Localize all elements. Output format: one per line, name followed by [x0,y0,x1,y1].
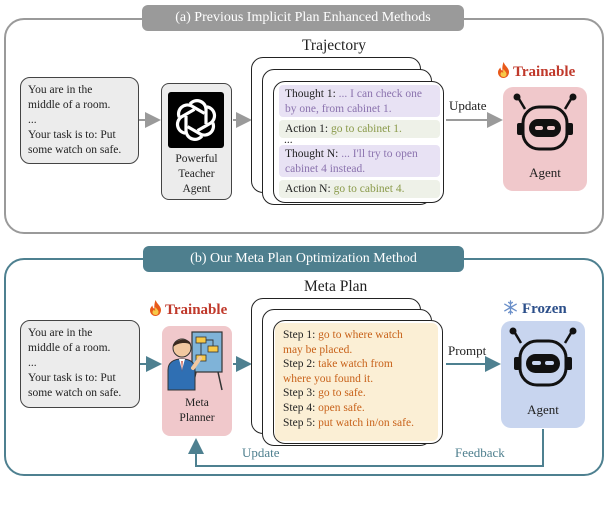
thought-n-text-cont: cabinet 4 instead. [285,162,366,175]
agent-label-a: Agent [529,165,561,180]
task-line: middle of a room. [28,99,111,111]
thought-1-text: ... I can check one [335,88,423,100]
step-3-line: Step 3: go to safe. [283,386,430,401]
thought-1-text-cont: by one, from cabinet 1. [285,102,392,115]
step-4-line: Step 4: open safe. [283,401,430,416]
planner-person-icon [167,331,223,391]
task-line: You are in the [28,84,93,96]
trajectory-heading: Trajectory [302,37,366,54]
step-3-text: go to safe. [315,387,366,400]
step-1-line: Step 1: go to where watch [283,328,430,343]
thought-n-prefix: Thought N: [285,148,339,160]
task-line: Your task is to: Put [28,372,116,384]
arrow-feedback-update-loop [188,429,544,467]
action-1-prefix: Action 1: [285,123,329,135]
panel-a-title: (a) Previous Implicit Plan Enhanced Meth… [142,5,464,31]
robot-icon [509,327,577,387]
fire-icon [150,300,161,316]
step-5-line: Step 5: put watch in/on safe. [283,416,430,431]
task-line: You are in the [28,327,93,339]
step-4-text: open safe. [315,401,365,414]
teacher-label-line: Powerful [175,153,218,165]
frozen-badge: Frozen [503,300,567,318]
step-1-text: go to where watch [315,329,403,341]
step-5-prefix: Step 5: [283,416,316,429]
meta-plan-heading: Meta Plan [304,278,368,295]
fire-icon [498,62,509,78]
agent-box-trainable: Agent [503,87,587,191]
teacher-label-line: Teacher [178,168,215,180]
agent-box-frozen: Agent [501,321,585,428]
thought-1-line: Thought 1: ... I can check one by one, f… [279,85,440,117]
trainable-badge-b: Trainable [149,300,227,319]
thought-1-prefix: Thought 1: [285,88,336,100]
panel-b-title: (b) Our Meta Plan Optimization Method [143,246,464,272]
action-1-line: Action 1: go to cabinet 1. [279,120,440,138]
snowflake-icon [504,300,517,315]
meta-planner-box: Meta Planner [162,326,232,436]
trajectory-card: Thought 1: ... I can check one by one, f… [273,81,444,203]
step-2-line: Step 2: take watch from [283,357,430,372]
action-n-line: Action N: go to cabinet 4. [279,180,440,198]
task-line: middle of a room. [28,342,111,354]
step-1-prefix: Step 1: [283,329,316,341]
action-n-prefix: Action N: [285,183,331,195]
prompt-label: Prompt [448,343,487,358]
thought-n-line: Thought N: ... I'll try to open cabinet … [279,145,440,177]
step-2-text: take watch from [315,358,393,371]
teacher-agent-box: Powerful Teacher Agent [161,83,232,200]
task-prompt-box-a: You are in the middle of a room. ... You… [20,77,139,164]
trainable-badge-a: Trainable [497,62,575,81]
step-3-prefix: Step 3: [283,387,316,400]
agent-label-b: Agent [527,402,559,417]
task-line: Your task is to: Put [28,129,116,141]
update-label-a: Update [449,98,487,113]
trainable-label: Trainable [165,302,228,318]
action-n-text: go to cabinet 4. [330,183,405,195]
step-5-text: put watch in/on safe. [315,416,414,429]
teacher-label-line: Agent [182,183,211,195]
task-line: some watch on safe. [28,144,122,156]
planner-label-line: Meta [185,397,209,409]
trainable-label: Trainable [513,64,576,80]
action-1-text: go to cabinet 1. [328,123,402,135]
thought-n-text: ... I'll try to open [338,148,418,160]
meta-plan-card: Step 1: go to where watch may be placed.… [275,323,438,441]
feedback-label: Feedback [455,445,505,460]
frozen-label: Frozen [522,301,567,317]
task-line: ... [28,357,37,369]
step-1-text-cont: may be placed. [283,343,353,356]
robot-icon [513,93,577,151]
step-2-prefix: Step 2: [283,358,316,371]
task-prompt-box-b: You are in the middle of a room. ... You… [20,320,140,408]
step-2-text-cont: where you found it. [283,372,374,385]
step-4-prefix: Step 4: [283,401,316,414]
planner-label-line: Planner [179,412,215,424]
update-label-b: Update [242,445,280,460]
task-line: ... [28,114,37,126]
trajectory-ellipsis: ... [284,134,293,146]
openai-logo-icon [168,92,224,148]
task-line: some watch on safe. [28,387,122,399]
